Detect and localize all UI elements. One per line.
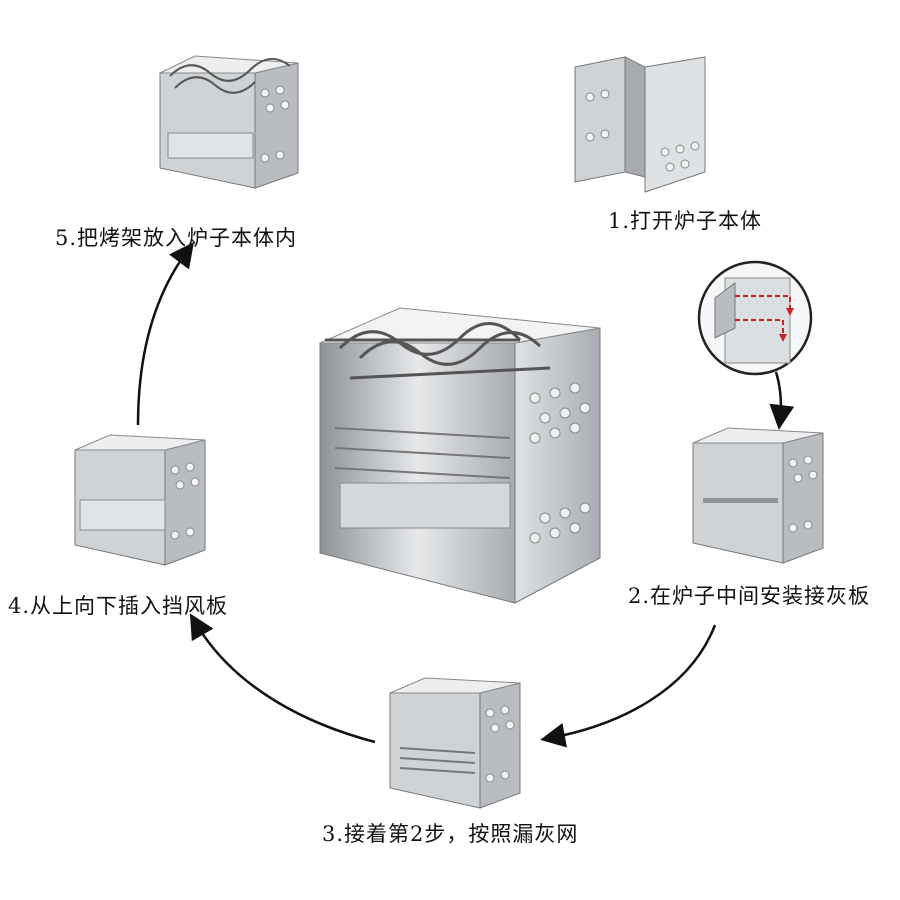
step-2-number: 2. <box>628 584 651 608</box>
step-3-label: 3.接着第2步，按照漏灰网 <box>322 818 578 848</box>
stove-with-ash-grid-icon <box>389 677 521 809</box>
step-2-label: 2.在炉子中间安装接灰板 <box>628 580 870 610</box>
step-1-text: 打开炉子本体 <box>630 209 763 233</box>
step-4-text: 从上向下插入挡风板 <box>30 594 229 618</box>
stove-with-windshield-icon <box>74 434 206 566</box>
step-4-label: 4.从上向下插入挡风板 <box>8 590 228 620</box>
stove-with-grill-icon <box>159 55 299 189</box>
step-5-number: 5. <box>55 226 78 250</box>
step-4-number: 4. <box>8 594 31 618</box>
arrow-callout-to-step2 <box>769 371 795 430</box>
stove-with-ash-plate-icon <box>692 427 824 564</box>
step-5-label: 5.把烤架放入炉子本体内 <box>55 222 297 252</box>
step-2-text: 在炉子中间安装接灰板 <box>650 584 871 608</box>
arrow-step3-to-step4 <box>189 613 376 744</box>
step-3-number: 3. <box>322 822 345 846</box>
step-3-text: 接着第2步，按照漏灰网 <box>344 822 579 846</box>
folded-stove-body-icon <box>574 56 706 193</box>
arrow-step2-to-step3 <box>540 624 717 748</box>
step-5-text: 把烤架放入炉子本体内 <box>77 226 298 250</box>
arrow-step4-to-step5 <box>136 241 194 426</box>
step-1-label: 1.打开炉子本体 <box>608 205 762 235</box>
assembled-stove-icon <box>319 307 601 604</box>
hinge-detail-callout-icon <box>697 260 813 376</box>
step-1-number: 1. <box>608 209 631 233</box>
